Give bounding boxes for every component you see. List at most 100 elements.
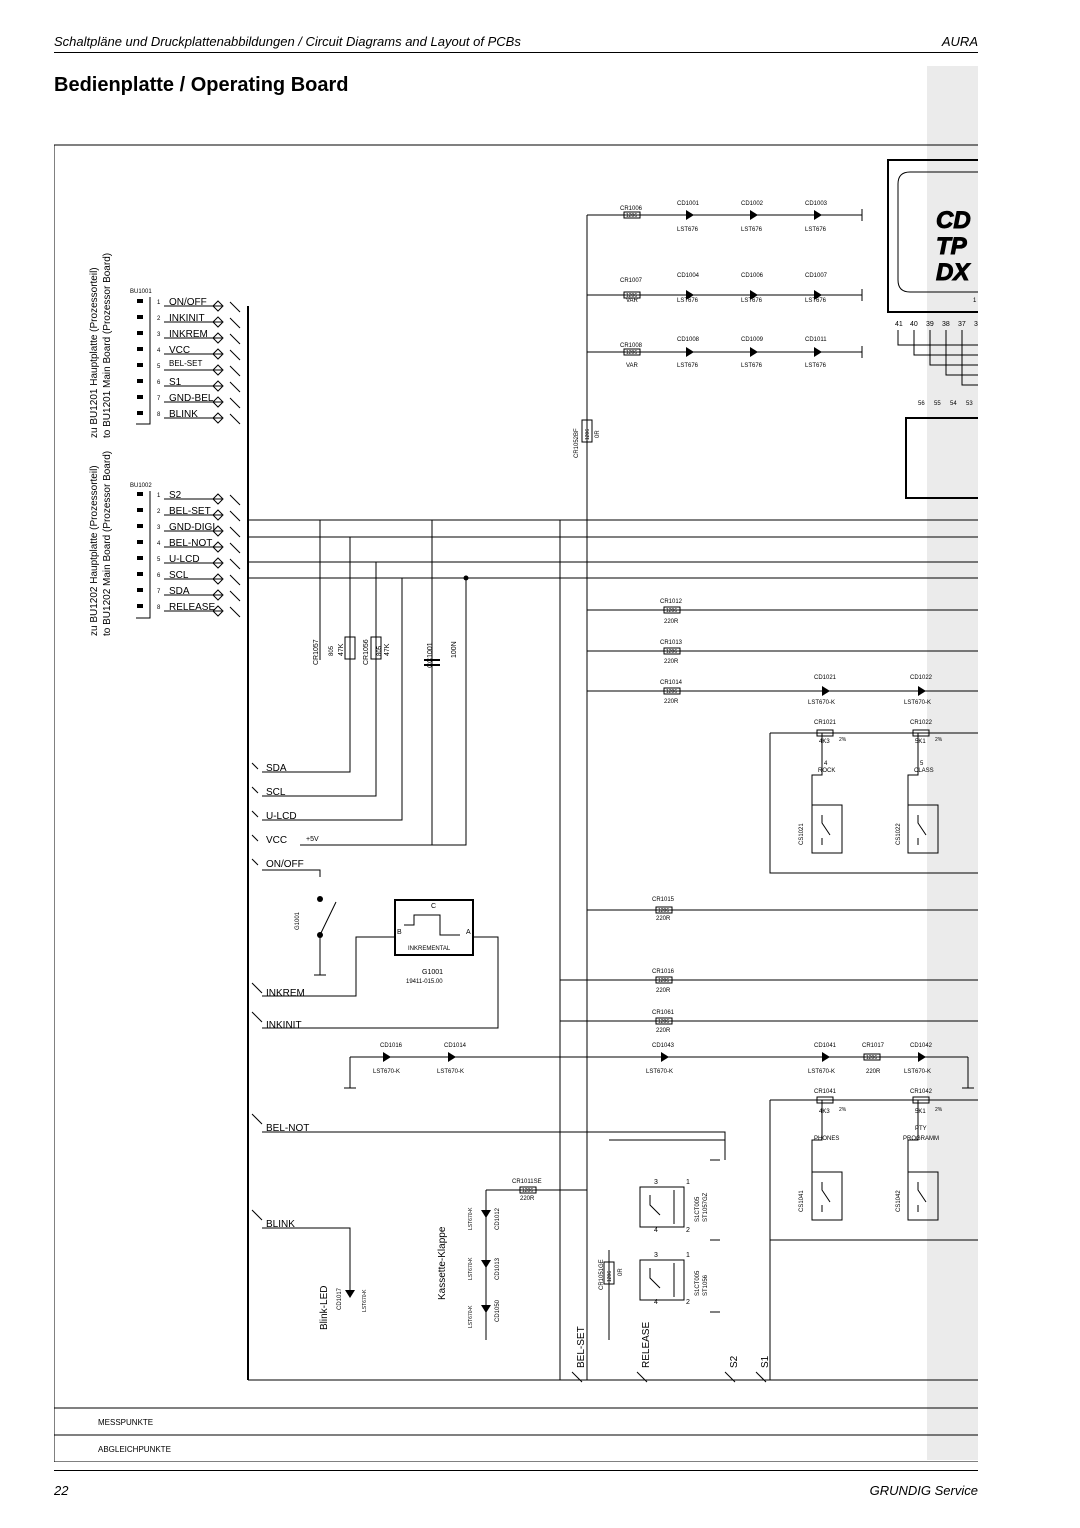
svg-text:ON/OFF: ON/OFF xyxy=(169,297,207,308)
svg-text:DX: DX xyxy=(936,259,971,286)
svg-text:100N: 100N xyxy=(451,641,458,658)
svg-text:40: 40 xyxy=(910,321,918,328)
svg-text:CR1041: CR1041 xyxy=(814,1089,837,1095)
pullup-cr1057: CR1057 805 47K xyxy=(313,636,356,665)
header-model: AURA xyxy=(941,34,978,49)
svg-text:39: 39 xyxy=(926,321,934,328)
bu1001-pin: 6 S1 xyxy=(137,377,182,388)
svg-text:3: 3 xyxy=(157,332,161,338)
svg-text:8: 8 xyxy=(157,605,161,611)
svg-text:BEL-SET: BEL-SET xyxy=(169,359,202,368)
svg-text:41: 41 xyxy=(895,321,903,328)
svg-text:47K: 47K xyxy=(338,643,345,656)
svg-text:47K: 47K xyxy=(384,643,391,656)
svg-text:2%: 2% xyxy=(839,737,847,743)
svg-text:GND-DIGI: GND-DIGI xyxy=(169,522,215,533)
svg-text:4: 4 xyxy=(654,1299,658,1306)
switch-rail-2 xyxy=(769,1099,978,1380)
bu1002-pin: 7 SDA xyxy=(137,586,190,597)
svg-text:CR1008: CR1008 xyxy=(620,343,643,349)
relay-grounds xyxy=(710,1159,720,1313)
svg-text:1206: 1206 xyxy=(658,1019,669,1025)
bu1002-body xyxy=(136,491,151,619)
kassette-block: Kassette-Klappe CR1011SE 1206 220R CD101… xyxy=(437,1179,587,1340)
bu1001-pin-lines xyxy=(164,300,241,425)
bu1002-ref: BU1002 xyxy=(130,483,152,489)
svg-text:LST670-K: LST670-K xyxy=(808,1069,835,1075)
led-cd1022: CD1022 LST670-K xyxy=(904,675,933,706)
bus-lines xyxy=(248,519,978,579)
svg-text:3: 3 xyxy=(974,321,978,328)
svg-text:S2: S2 xyxy=(729,1355,740,1368)
svg-text:CD1004: CD1004 xyxy=(677,273,700,279)
svg-text:1206: 1206 xyxy=(626,213,637,219)
svg-text:BEL-SET: BEL-SET xyxy=(576,1326,587,1368)
svg-text:4K3: 4K3 xyxy=(819,739,830,745)
svg-text:PHONES: PHONES xyxy=(814,1136,839,1142)
led-cd1016: CD1016 LST670-K xyxy=(373,1043,403,1075)
resistor-cr1052: CR1052BF 1206 0R xyxy=(574,419,601,458)
svg-text:LST670-K: LST670-K xyxy=(904,700,931,706)
svg-text:CS1041: CS1041 xyxy=(799,1190,805,1212)
svg-text:LST670-K: LST670-K xyxy=(373,1069,400,1075)
svg-text:CD1006: CD1006 xyxy=(741,273,764,279)
svg-text:220R: 220R xyxy=(866,1069,881,1075)
svg-text:3: 3 xyxy=(654,1252,658,1259)
svg-text:1: 1 xyxy=(157,493,161,499)
svg-text:CR1011SE: CR1011SE xyxy=(512,1179,542,1185)
bottom-label-release: RELEASE xyxy=(636,1322,652,1383)
svg-text:CR1007: CR1007 xyxy=(620,278,643,284)
svg-text:S2: S2 xyxy=(169,490,182,501)
svg-text:LST670-K: LST670-K xyxy=(904,1069,931,1075)
blink-led-block: Blink-LED CD1017 LST670-K xyxy=(319,1286,368,1330)
svg-text:SCL: SCL xyxy=(169,570,189,581)
resistor-cr1012: CR1012 1206 220R xyxy=(587,599,978,625)
svg-text:BEL-NOT: BEL-NOT xyxy=(266,1123,309,1134)
svg-text:1206: 1206 xyxy=(658,908,669,914)
svg-text:1: 1 xyxy=(686,1179,690,1186)
svg-text:CD1022: CD1022 xyxy=(910,675,933,681)
page-title: Bedienplatte / Operating Board xyxy=(54,74,349,96)
resistor-cr1017: CR1017 1206 220R xyxy=(862,1043,885,1075)
encoder-g1001: C B A INKREMENTAL G1001 19411-015.00 xyxy=(394,899,474,985)
bu1001-pin: 5 BEL-SET xyxy=(137,359,202,370)
svg-text:220R: 220R xyxy=(656,988,671,994)
svg-text:1: 1 xyxy=(686,1252,690,1259)
svg-text:LST676: LST676 xyxy=(805,363,827,369)
svg-text:CR1056: CR1056 xyxy=(363,639,370,665)
svg-text:0R: 0R xyxy=(595,430,601,438)
svg-text:CR1022: CR1022 xyxy=(910,720,933,726)
svg-text:4: 4 xyxy=(157,541,161,547)
header-rule xyxy=(54,52,978,53)
svg-text:CR1061: CR1061 xyxy=(652,1010,675,1016)
svg-text:38: 38 xyxy=(942,321,950,328)
svg-text:VCC: VCC xyxy=(266,835,287,846)
footer-rule xyxy=(54,1470,978,1471)
svg-text:LST676: LST676 xyxy=(677,298,699,304)
display-ic: 56 55 54 53 xyxy=(905,401,978,499)
svg-text:CD1021: CD1021 xyxy=(814,675,837,681)
svg-text:CR1013: CR1013 xyxy=(660,640,683,646)
svg-text:INKREM: INKREM xyxy=(266,988,305,999)
svg-text:VAR: VAR xyxy=(626,298,639,304)
svg-text:1206: 1206 xyxy=(522,1188,533,1194)
svg-text:5K1: 5K1 xyxy=(915,739,926,745)
svg-text:5K1: 5K1 xyxy=(915,1109,926,1115)
svg-text:CD1050: CD1050 xyxy=(495,1299,501,1322)
svg-text:CR1014: CR1014 xyxy=(660,680,683,686)
svg-text:CD1042: CD1042 xyxy=(910,1043,933,1049)
bu1002-pin: 1 S2 xyxy=(137,490,182,501)
svg-text:LST670-K: LST670-K xyxy=(808,700,835,706)
bus-label-belnot: BEL-NOT xyxy=(251,1113,309,1134)
svg-text:2%: 2% xyxy=(839,1107,847,1113)
bu1001-pin: 1 ON/OFF xyxy=(137,297,207,308)
svg-text:VAR: VAR xyxy=(626,363,639,369)
svg-text:1206: 1206 xyxy=(626,350,637,356)
bu1002-label-de: zu BU1202 Hauptplatte (Prozessorteil) xyxy=(89,465,100,636)
svg-text:Kassette-Klappe: Kassette-Klappe xyxy=(437,1226,448,1300)
svg-text:+5V: +5V xyxy=(306,836,319,843)
svg-text:2: 2 xyxy=(157,509,161,515)
relay-switch-2: 3 1 4 2 S1CT005 ST1056 xyxy=(639,1252,709,1306)
svg-text:INKINIT: INKINIT xyxy=(169,313,205,324)
bu1001-pin: 3 INKREM xyxy=(137,329,208,340)
